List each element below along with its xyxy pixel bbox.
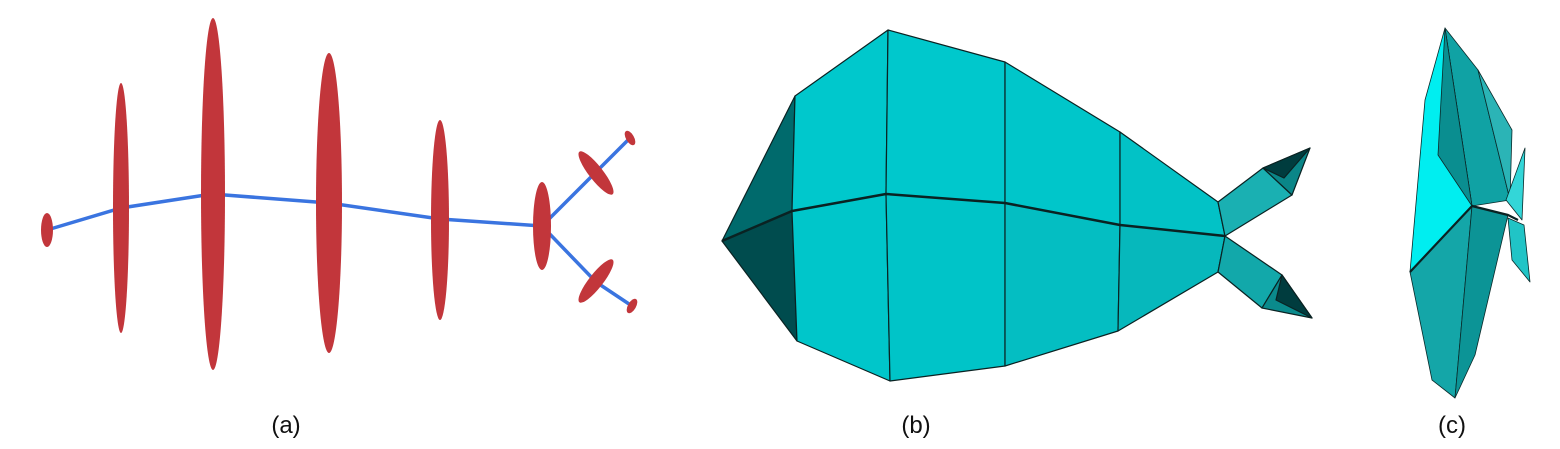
- mesh-body-lower-3: [1004, 202, 1121, 367]
- cross-section-ellipses: [41, 18, 638, 370]
- mesh-body-lower-2: [885, 193, 1006, 382]
- mesh-end-seam: [1409, 204, 1519, 273]
- ellipse-lower-fin: [578, 259, 614, 303]
- ellipse-3: [316, 53, 342, 353]
- ellipse-upper-fin: [578, 151, 614, 195]
- mesh-body-lower-4: [1117, 224, 1226, 332]
- panel-c-fish-mesh: [1409, 27, 1531, 399]
- ellipse-head: [41, 213, 53, 247]
- caption-a: (a): [271, 412, 300, 439]
- mesh-body-upper-1: [791, 29, 889, 212]
- panel-a-skeleton: [41, 18, 638, 370]
- mesh-centre-seam: [721, 192, 1226, 243]
- mesh-upper-fin-tip-dark: [1262, 147, 1311, 179]
- mesh-end-tail-fin-lower: [1507, 217, 1531, 283]
- ellipse-5: [533, 182, 551, 270]
- mesh-end-upper-right: [1477, 69, 1513, 201]
- ellipse-4: [431, 120, 449, 320]
- ellipse-upper-tip: [624, 130, 636, 146]
- panel-b-fish-mesh: [721, 29, 1313, 382]
- mesh-body-upper-4: [1119, 131, 1226, 237]
- mesh-body-upper-2: [885, 29, 1006, 204]
- caption-b: (b): [901, 412, 930, 439]
- mesh-lower-fin-tip-dark: [1275, 274, 1313, 319]
- mesh-body-upper-3: [1004, 61, 1121, 226]
- ellipse-2: [201, 18, 225, 370]
- mesh-end-tail-fin: [1505, 147, 1526, 221]
- ellipse-lower-tip: [626, 298, 638, 314]
- skeleton-upper-tail: [540, 136, 632, 228]
- caption-c: (c): [1438, 412, 1466, 439]
- mesh-end-upper-front: [1437, 27, 1473, 207]
- mesh-body-lower-1: [791, 193, 891, 382]
- ellipse-1: [113, 83, 129, 333]
- skeleton-spine: [45, 192, 544, 232]
